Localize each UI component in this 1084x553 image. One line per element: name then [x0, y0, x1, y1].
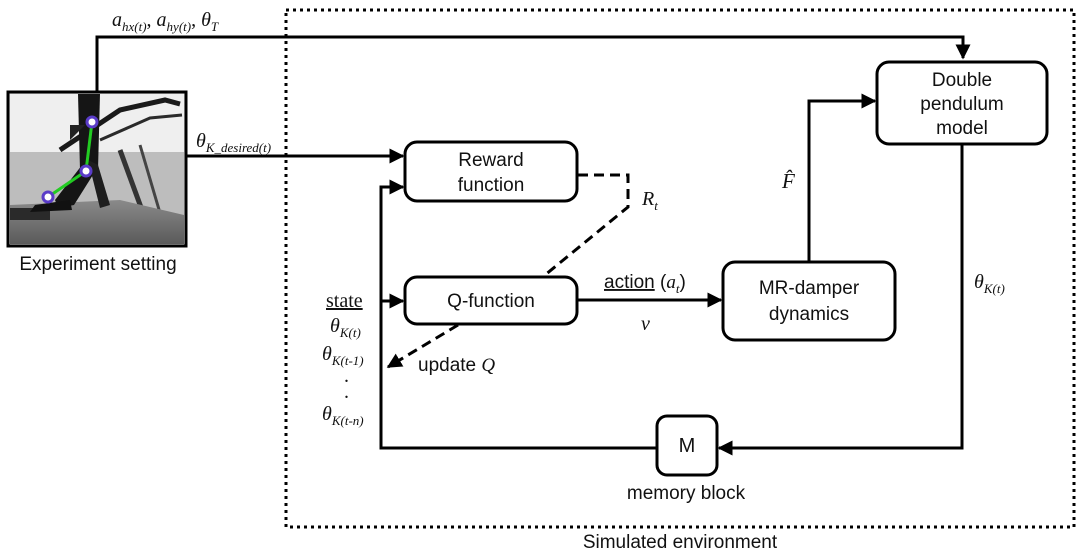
ankle-marker	[41, 190, 55, 204]
theta-output-arrow	[717, 144, 964, 456]
double-pendulum-label-3: model	[936, 118, 988, 139]
mr-damper-block	[721, 260, 897, 342]
double-pendulum-label-2: pendulum	[920, 94, 1003, 115]
v-label: v	[641, 313, 650, 335]
memory-block	[655, 414, 719, 477]
reward-function-label-1: Reward	[458, 150, 523, 171]
experiment-photo	[6, 90, 188, 248]
reward-function-label-2: function	[458, 175, 525, 196]
mr-damper-label-1: MR-damper	[759, 278, 860, 299]
state-dot-1: .	[344, 365, 349, 387]
simulated-environment-boundary	[284, 8, 1076, 529]
reward-signal-label: Rt	[641, 188, 658, 213]
thigh-segment	[84, 121, 94, 172]
memory-feedback-line	[379, 179, 657, 450]
state-item-2: θK(t-n)	[322, 403, 364, 428]
shank-segment	[47, 169, 87, 199]
reward-function-block	[403, 140, 579, 203]
top-signal-label: ahx(t), ahy(t), θT	[112, 9, 219, 34]
force-label: F̂	[781, 169, 795, 193]
mr-damper-label-2: dynamics	[769, 304, 849, 325]
hip-marker	[85, 115, 99, 129]
action-label: action (at)	[604, 272, 686, 296]
experiment-caption: Experiment setting	[19, 254, 176, 275]
state-item-0: θK(t)	[330, 315, 361, 340]
memory-label: M	[679, 435, 696, 457]
knee-marker	[79, 164, 93, 178]
state-dot-2: .	[344, 381, 349, 403]
simulated-environment-caption: Simulated environment	[583, 532, 778, 553]
theta-output-label: θK(t)	[974, 271, 1005, 296]
state-item-1: θK(t-1)	[322, 343, 364, 368]
desired-angle-label: θK_desired(t)	[196, 130, 271, 155]
top-signal-arrow	[95, 35, 971, 92]
force-arrow	[807, 93, 877, 262]
double-pendulum-label-1: Double	[932, 70, 992, 91]
memory-caption: memory block	[627, 483, 746, 504]
update-q-label: update Q	[418, 355, 495, 376]
reward-dashed-line	[544, 173, 630, 277]
state-label: state	[326, 290, 363, 312]
q-function-label: Q-function	[447, 291, 535, 312]
update-q-arrow	[386, 323, 459, 369]
